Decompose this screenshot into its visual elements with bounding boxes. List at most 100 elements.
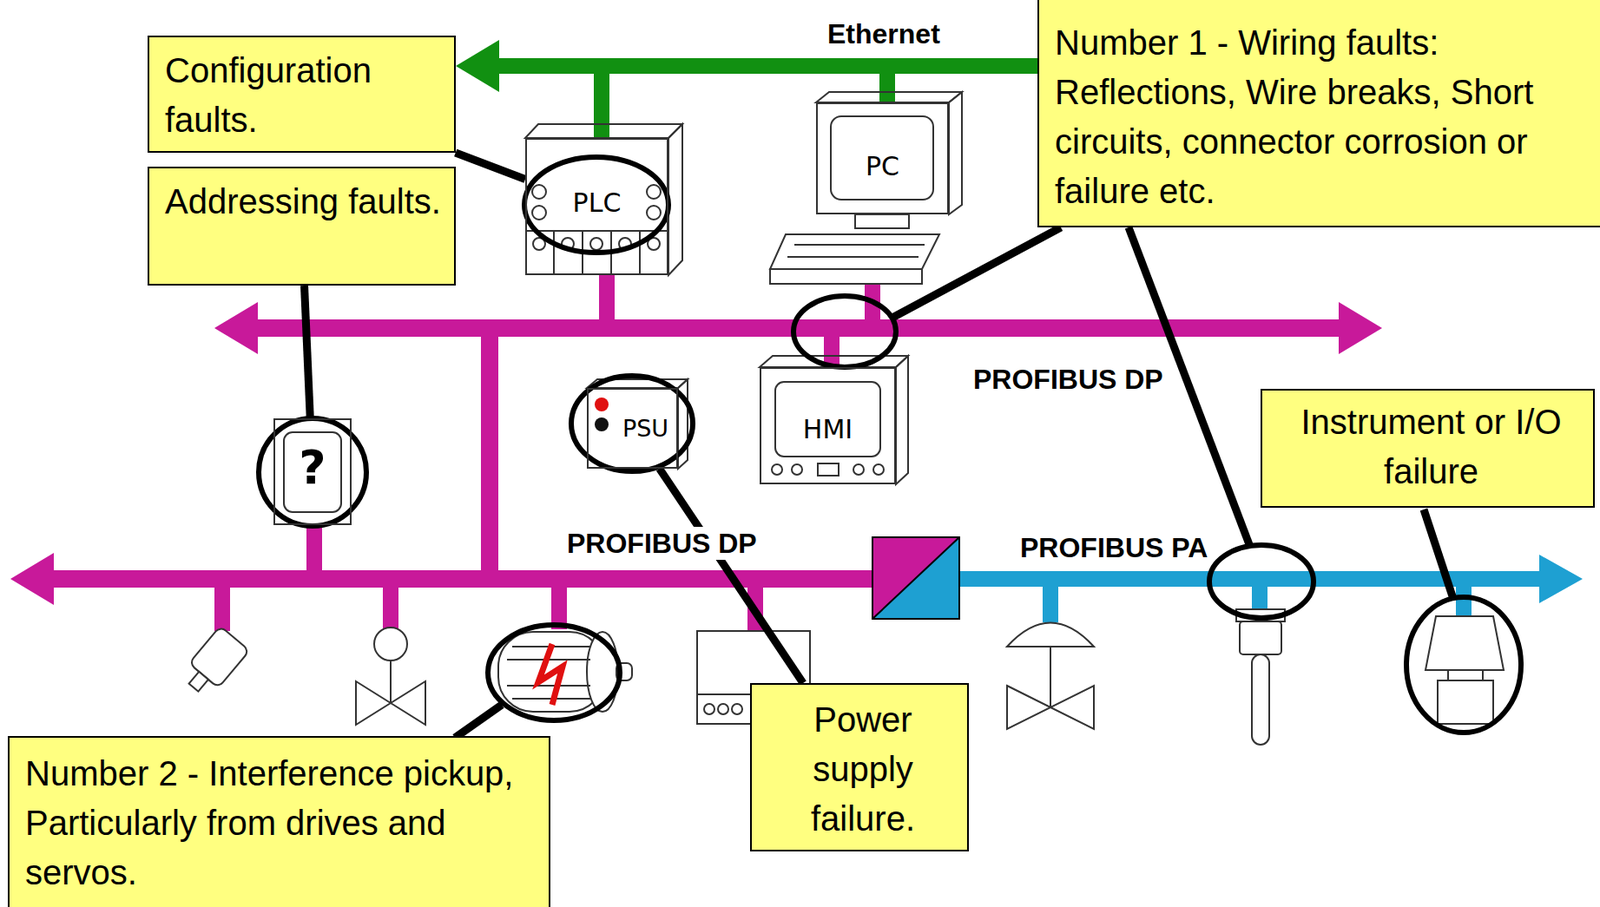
hmi-knob xyxy=(791,464,803,475)
node-text: Instrument or I/O failure xyxy=(1277,397,1585,497)
pc-details xyxy=(770,92,962,284)
callout-box: Number 2 - Interference pickup, Particul… xyxy=(7,736,551,907)
bus-arrowhead xyxy=(10,553,54,606)
bus-label: PROFIBUS DP xyxy=(970,362,1166,396)
plc-top xyxy=(525,124,683,139)
psu-led-red xyxy=(594,397,609,412)
interference-bolt xyxy=(538,644,563,705)
fault-ring xyxy=(793,296,896,368)
coupler-pa-half xyxy=(872,537,960,619)
encoder-shaft xyxy=(189,671,209,692)
node-text: PSU xyxy=(614,414,677,443)
io-terminal xyxy=(731,704,743,715)
callout-box: Power supply failure. xyxy=(750,683,969,852)
instrument-neck xyxy=(1448,670,1483,681)
device-box: ? xyxy=(273,418,352,526)
sensor-body xyxy=(1239,621,1282,655)
pc-keys xyxy=(787,256,919,258)
pa-valve-symbol xyxy=(1007,623,1094,731)
bus-drop xyxy=(214,579,231,632)
hmi-details xyxy=(759,355,909,485)
node-text: Addressing faults. xyxy=(164,177,446,227)
valve-stem xyxy=(389,660,392,704)
coupler-dp-half xyxy=(872,537,960,619)
leader-line xyxy=(659,468,804,684)
hmi-knob xyxy=(853,464,864,475)
leader-line xyxy=(455,152,526,180)
bus-arrowhead xyxy=(1338,302,1383,355)
device-box: PSU xyxy=(586,388,679,469)
bus-drop xyxy=(1251,579,1268,611)
bus-link xyxy=(480,328,499,580)
bus-drop xyxy=(306,523,323,576)
plc-module-row xyxy=(525,230,669,232)
leader-line xyxy=(454,704,502,738)
bus-drop xyxy=(1042,579,1059,623)
plc-module-divider xyxy=(638,230,641,276)
node-text: HMI xyxy=(761,414,895,446)
motor-rib xyxy=(506,684,591,687)
instrument-head xyxy=(1425,616,1504,671)
plc-led xyxy=(646,184,661,199)
pc-keyboard xyxy=(770,234,940,270)
callout-box: Number 1 - Wiring faults: Reflections, W… xyxy=(1037,0,1600,228)
node-text: PLC xyxy=(526,187,667,219)
sensor-probe xyxy=(1251,654,1270,745)
hmi-key xyxy=(817,463,839,476)
pc-keyboard-front xyxy=(770,269,922,284)
fault-ring xyxy=(1406,597,1521,733)
hmi-knob xyxy=(771,464,783,475)
motor-symbol xyxy=(498,632,633,712)
node-text: Configuration faults. xyxy=(164,46,446,145)
bus-arrowhead xyxy=(214,302,258,355)
callout-box: Configuration faults. xyxy=(147,35,456,153)
psu-details xyxy=(586,379,688,469)
plc-led xyxy=(646,205,661,220)
encoder-symbol xyxy=(178,625,250,700)
profibus-pa-bus xyxy=(959,554,1583,623)
bus-drop xyxy=(551,579,567,630)
bus-drop xyxy=(599,273,615,326)
fault-ring xyxy=(524,157,669,253)
bus-label: PROFIBUS PA xyxy=(1017,531,1211,565)
plc-details xyxy=(525,124,683,276)
node-text: Power supply failure. xyxy=(767,695,959,844)
pc-keys xyxy=(794,243,925,246)
device-box: HMI xyxy=(759,367,896,485)
device-box: PLC xyxy=(525,138,669,276)
io-terminal xyxy=(704,704,715,715)
fault-ring xyxy=(487,625,620,721)
callout-box: Addressing faults. xyxy=(147,166,456,286)
fault-ring xyxy=(258,418,367,527)
bus-arrowhead xyxy=(455,39,500,93)
bus-drop xyxy=(382,579,399,629)
pc-stand xyxy=(855,214,909,229)
bus-drop xyxy=(593,65,610,140)
plc-led xyxy=(532,184,547,199)
dp-pa-coupler xyxy=(872,537,960,619)
bus-line xyxy=(494,58,1051,74)
psu-led-black xyxy=(594,417,609,432)
bus-label: Ethernet xyxy=(824,17,943,51)
instrument-body xyxy=(1437,680,1494,725)
node-text: Number 1 - Wiring faults: Reflections, W… xyxy=(1054,18,1594,217)
coupler-diagonal xyxy=(872,537,960,619)
fault-ring xyxy=(1209,545,1314,619)
coupler-outline xyxy=(872,537,960,619)
valve-body xyxy=(355,681,426,725)
pa-valve-body xyxy=(1007,685,1094,730)
hmi-knob xyxy=(873,464,884,475)
pc-side xyxy=(948,92,962,215)
valve-actuator xyxy=(374,627,408,661)
leader-line xyxy=(890,227,1061,319)
pa-sensor-symbol xyxy=(1236,609,1285,745)
node-text: PC xyxy=(817,151,948,183)
node-text: ? xyxy=(275,439,350,496)
bus-label: PROFIBUS DP xyxy=(564,526,760,560)
io-terminal xyxy=(717,704,729,715)
hmi-side xyxy=(895,355,909,485)
callout-box: Instrument or I/O failure xyxy=(1260,388,1595,508)
plc-led xyxy=(532,205,547,220)
